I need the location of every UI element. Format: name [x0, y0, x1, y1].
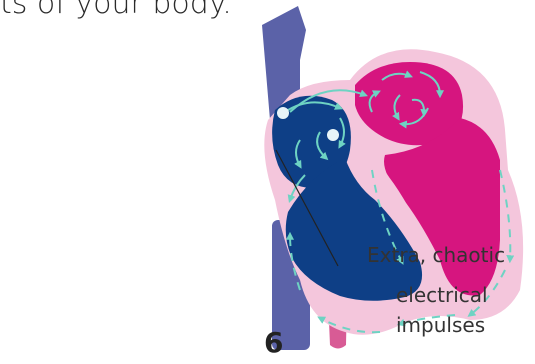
impulse-origin-dot: [277, 107, 289, 119]
callout-line1: Extra, chaotic: [367, 240, 535, 270]
page-number: 6: [264, 326, 283, 359]
callout-label: Extra, chaotic electrical impulses: [367, 240, 535, 330]
callout-line2: electrical impulses: [396, 280, 535, 340]
impulse-origin-dot: [327, 129, 339, 141]
